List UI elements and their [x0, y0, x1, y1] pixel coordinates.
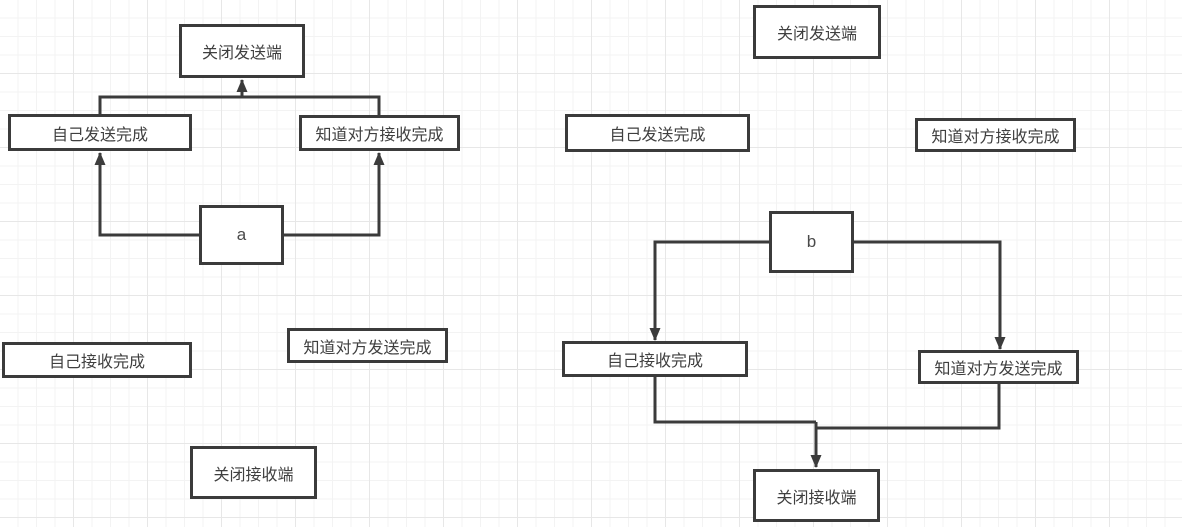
node-label: 关闭发送端: [776, 26, 857, 43]
node-label: 关闭接收端: [213, 466, 294, 484]
node-label: 知道对方发送完成: [303, 339, 432, 357]
node-right-close-receiver[interactable]: 关闭接收端: [753, 469, 880, 522]
node-left-a[interactable]: a: [199, 205, 284, 265]
node-label: b: [806, 232, 817, 251]
node-right-b[interactable]: b: [769, 211, 854, 273]
node-label: 自己发送完成: [51, 126, 148, 144]
node-label: 关闭接收端: [776, 489, 857, 507]
node-left-close-receiver[interactable]: 关闭接收端: [190, 446, 317, 499]
node-label: 自己接收完成: [48, 354, 145, 371]
edge-b-to-self-recv-done[interactable]: [649, 240, 769, 341]
node-label: 知道对方接收完成: [931, 129, 1060, 146]
node-left-close-sender[interactable]: 关闭发送端: [179, 24, 305, 78]
edge-merge-bus-left[interactable]: [98, 95, 381, 115]
node-left-know-peer-send-done[interactable]: 知道对方发送完成: [287, 328, 448, 363]
node-label: 自己接收完成: [606, 353, 703, 370]
node-right-self-send-done[interactable]: 自己发送完成: [565, 114, 750, 152]
edge-a-to-know-peer-recv-done[interactable]: [284, 152, 385, 237]
node-label: 关闭发送端: [201, 45, 282, 62]
node-label: 知道对方接收完成: [315, 127, 444, 144]
edge-a-to-self-send-done[interactable]: [94, 152, 199, 237]
node-label: a: [236, 225, 247, 244]
node-right-know-peer-recv-done[interactable]: 知道对方接收完成: [915, 118, 1076, 152]
node-label: 自己发送完成: [609, 127, 706, 144]
edge-self-recv-done-to-junction[interactable]: [653, 377, 816, 424]
node-left-self-send-done[interactable]: 自己发送完成: [8, 114, 192, 151]
node-left-self-recv-done[interactable]: 自己接收完成: [2, 342, 192, 378]
edge-b-to-know-peer-send-done[interactable]: [854, 240, 1006, 350]
node-right-know-peer-send-done[interactable]: 知道对方发送完成: [918, 350, 1079, 384]
node-label: 知道对方发送完成: [934, 361, 1063, 378]
node-right-self-recv-done[interactable]: 自己接收完成: [562, 341, 748, 377]
node-right-close-sender[interactable]: 关闭发送端: [753, 5, 881, 59]
node-left-know-peer-recv-done[interactable]: 知道对方接收完成: [299, 115, 460, 151]
edge-know-peer-send-done-to-junction[interactable]: [817, 384, 1001, 430]
